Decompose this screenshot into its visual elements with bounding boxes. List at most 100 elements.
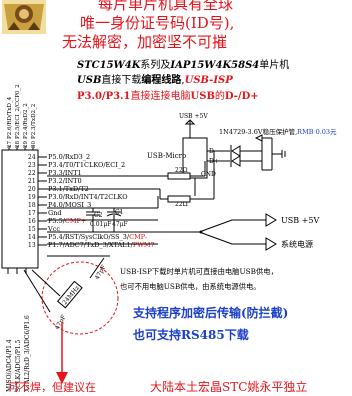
- heading-mcu-word: 单片机: [259, 58, 289, 71]
- heading-usb2: USB: [191, 91, 215, 102]
- footer-left: 可不焊，但建议在: [8, 380, 96, 392]
- usb5v-label: USB +5V: [281, 216, 319, 225]
- stc-logo: [2, 0, 46, 34]
- banner-line-1: 每片单片机具有全球: [98, 0, 233, 13]
- heading-usb-isp: USB-ISP: [185, 75, 234, 86]
- sys-power-arrow-icon: [265, 237, 277, 251]
- chip-pin-label: P3.3/INT1: [48, 169, 82, 177]
- chip-top-pin-number: 29: [23, 141, 29, 148]
- c2-value: 0.01μF: [90, 221, 111, 228]
- desc-line-1: USB-ISP下载时单片机可直接由电脑USB供电，: [120, 267, 278, 276]
- chip-top-pin-number: 30: [31, 141, 37, 148]
- chip-pin-number: 21: [28, 178, 36, 185]
- zener-diode-2: [207, 155, 262, 167]
- chip-pin-label-text: P3.4/T0/T1CLKO/ECI_2: [48, 161, 125, 169]
- banner-line-3: 无法解密，加密坚不可摧: [62, 33, 227, 51]
- chip-pin-number: 22: [28, 170, 36, 177]
- chip-pin-label: P3.2/INT0: [48, 177, 82, 185]
- chip-pin-number: 13: [28, 242, 36, 249]
- chip-top-pin-label: P2.4/RxD2_2: [23, 103, 29, 139]
- crystal-24mhz: 24MHz: [56, 280, 83, 309]
- chip-pin-label-red: CMP+: [65, 217, 86, 225]
- r1-resistor: [167, 172, 191, 180]
- promo-line-1: 支持程序加密后传输(防拦截): [132, 305, 288, 320]
- chip-pin-label-text: P1.7/ADC7/TxD_3/XTAL1/: [48, 241, 134, 249]
- heading-comma: ,: [181, 75, 184, 86]
- heading-direct-download: 直接下载: [101, 73, 141, 86]
- heading-dm-dp: D-/D+: [225, 91, 259, 102]
- r2-resistor: [167, 195, 191, 203]
- chip-pin-label-red: PWM7: [133, 241, 155, 249]
- promo-line-2: 也可支持RS485下载: [133, 327, 249, 342]
- chip-pin-label: P4.0/MOSI_3: [48, 201, 91, 209]
- usb-micro-connector: [182, 137, 208, 179]
- footer-right: 大陆本土宏晶STC姚永平独立: [150, 379, 307, 392]
- chip-top-pin-number: 28: [15, 141, 21, 148]
- chip-pin-number: 14: [28, 234, 36, 241]
- chip-pin-label-text: P5.5/: [48, 217, 66, 225]
- chip-pin-label: P5.4/RST/SysClkO/SS_3/CMP-: [48, 233, 147, 241]
- crystal-cap-1: 47pF: [94, 264, 108, 281]
- chip-pin-label: P1.7/ADC7/TxD_3/XTAL1/PWM7: [48, 241, 155, 249]
- chip-pin-label-text: P5.4/RST/SysClkO/SS_3/: [48, 233, 130, 241]
- c2-name: C2: [94, 212, 103, 219]
- chip-pin-number: 17: [28, 210, 36, 217]
- crystal-highlight-circle: [41, 261, 119, 335]
- r1-value: 22Ω: [175, 167, 188, 174]
- red-down-arrow-icon: [56, 372, 68, 384]
- heading-model-a: STC15W4K: [77, 60, 142, 71]
- chip-pin-label-text: Gnd: [48, 209, 62, 217]
- crystal-cap-2: 47pF: [54, 314, 68, 331]
- usb-micro-label: USB-Micro: [147, 152, 186, 160]
- chip-pin-number: 16: [28, 218, 36, 225]
- chip-pin-number: 23: [28, 162, 36, 169]
- chip-pin-label-red: CMP-: [129, 233, 147, 241]
- heading-of: 的: [215, 89, 225, 102]
- chip-pin-label-text: Vcc: [47, 225, 60, 233]
- chip-pin-label: Vcc: [47, 225, 60, 233]
- r2-value: 22Ω: [175, 201, 188, 208]
- chip-pin-number: 18: [28, 202, 36, 209]
- chip-top-pin-label: P2.6/RD/TxD_4: [7, 96, 13, 139]
- diode-price: RMB 0.03元: [297, 128, 337, 136]
- chip-bottom-pin-label: XTAL2/RxD_3/ADC6/P1.6: [24, 315, 31, 392]
- diode-note-text: 1N4729-3.6V稳压保护管,: [219, 127, 297, 136]
- heading-line-2: USB直接下载编程线路,USB-ISP: [77, 73, 233, 86]
- zener-diode-1: [207, 138, 263, 170]
- chip-pin-number: 19: [28, 194, 36, 201]
- heading-usb: USB: [77, 75, 101, 86]
- mcu-chip-body: [1, 149, 39, 269]
- diode-note: 1N4729-3.6V稳压保护管,RMB 0.03元: [219, 127, 337, 136]
- usb-pin-gnd: GND: [201, 171, 216, 178]
- chip-pin-label-text: P3.0/RxD/INT4/T2CLKO: [48, 193, 128, 201]
- sys-power-label: 系统电源: [281, 239, 313, 249]
- chip-pin-label-text: P4.0/MOSI_3: [48, 201, 91, 209]
- usb5v-arrow-icon: [265, 213, 277, 227]
- heading-program-line: 编程线路: [141, 73, 182, 86]
- chip-pin-label-text: P5.0/RxD3_2: [48, 153, 90, 161]
- chip-pin-number: 15: [28, 226, 36, 233]
- usb-5v-top-label: USB +5V: [179, 113, 208, 120]
- chip-top-pin-label: P2.5/ECI_2/CCP0_2: [15, 84, 21, 139]
- banner-line-2: 唯一身份证号码(ID号),: [80, 14, 234, 32]
- chip-pin-label: P5.0/RxD3_2: [48, 153, 90, 161]
- chip-pin-number: 20: [28, 186, 36, 193]
- heading-series-word: 系列及: [140, 58, 170, 71]
- chip-pin-label: P3.0/RxD/INT4/T2CLKO: [48, 193, 128, 201]
- c1-name: C1: [115, 209, 123, 216]
- heading-direct-connect: 直接连接电脑: [131, 89, 191, 102]
- heading-model-b: IAP15W4K58S4: [169, 60, 259, 71]
- chip-pin-label: Gnd: [48, 209, 62, 217]
- chip-pin-label-text: P3.3/INT1: [48, 169, 82, 177]
- heading-line-3: P3.0/P3.1直接连接电脑USB的D-/D+: [77, 89, 259, 102]
- chip-bottom-pin-label: SCLK/ADC5/P1.5: [15, 339, 22, 392]
- desc-line-2: 也可不用电脑USB供电，由系统电源供电。: [120, 282, 261, 291]
- c1-value: 47μF: [112, 221, 128, 228]
- chip-top-pins: 27P2.6/RD/TxD_428P2.5/ECI_2/CCP0_229P2.4…: [7, 84, 37, 150]
- chip-pin-label-text: P3.2/INT0: [48, 177, 82, 185]
- chip-pin-label: P3.4/T0/T1CLKO/ECI_2: [48, 161, 125, 169]
